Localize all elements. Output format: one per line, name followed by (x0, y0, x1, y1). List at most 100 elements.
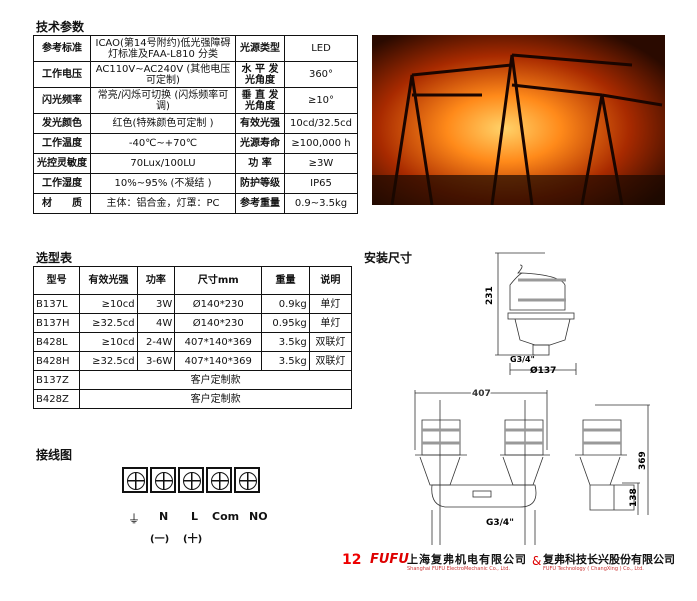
spec-label: 有效光强 (235, 113, 285, 134)
spec-value: 红色(特殊颜色可定制 ) (90, 113, 236, 134)
wiring-title: 接线图 (36, 448, 73, 462)
spec-label: 工作湿度 (33, 173, 91, 194)
spec-label: 垂 直 发光角度 (235, 87, 285, 114)
dim-thread-single: G3/4" (510, 355, 535, 364)
table-cell: B137Z (32, 370, 81, 390)
table-cell: 客户定制款 (79, 389, 352, 409)
spec-value: 70Lux/100LU (90, 153, 236, 174)
spec-value: 主体：铝合金，灯罩：PC (90, 193, 236, 214)
table-cell: Ø140*230 (174, 294, 263, 314)
company-1-en: Shanghai FUFU ElectroMechanic Co., Ltd. (407, 566, 510, 572)
page-number: 12 (342, 552, 362, 568)
column-header: 重量 (261, 266, 310, 295)
terminal-no (234, 467, 260, 493)
spec-value: LED (284, 35, 358, 62)
column-header: 型号 (32, 266, 81, 295)
spec-value: IP65 (284, 173, 358, 194)
label-com: Com (212, 510, 240, 523)
polarity-minus: (一) (150, 534, 170, 545)
table-cell: 单灯 (308, 294, 353, 314)
table-cell: 3.5kg (261, 351, 310, 371)
spec-label: 发光颜色 (33, 113, 91, 134)
spec-label: 光源寿命 (235, 133, 285, 154)
table-cell: 单灯 (308, 313, 353, 333)
spec-value: ≥3W (284, 153, 358, 174)
spec-value: 常亮/闪烁可切换 (闪烁频率可调) (90, 87, 236, 114)
spec-label: 材 质 (33, 193, 91, 214)
dim-thread-twin: G3/4" (486, 518, 514, 528)
terminal-block (121, 466, 261, 498)
column-header: 尺寸mm (174, 266, 263, 295)
dimension-drawing: 231 G3/4" Ø137 407 G3/4" 312 369 138 137 (414, 252, 650, 545)
column-header: 功率 (136, 266, 176, 295)
table-cell: 3W (136, 294, 176, 314)
table-cell: B137L (32, 294, 81, 314)
table-cell: 客户定制款 (79, 370, 352, 390)
spec-value: 10cd/32.5cd (284, 113, 358, 134)
crane-silhouettes (372, 53, 665, 205)
spec-label: 光源类型 (235, 35, 285, 62)
spec-label: 水 平 发光角度 (235, 61, 285, 88)
label-n: N (159, 510, 169, 523)
dim-407: 407 (472, 389, 491, 399)
table-cell: B428L (32, 332, 81, 352)
spec-value: -40℃~+70℃ (90, 133, 236, 154)
company-2-en: FUFU Technology ( ChangXing ) Co., Ltd. (543, 566, 644, 572)
spec-value: ≥100,000 h (284, 133, 358, 154)
table-cell: 407*140*369 (174, 351, 263, 371)
column-header: 有效光强 (79, 266, 138, 295)
spec-label: 闪光频率 (33, 87, 91, 114)
table-cell: B428H (32, 351, 81, 371)
table-cell: 2-4W (136, 332, 176, 352)
spec-label: 参考重量 (235, 193, 285, 214)
spec-label: 功 率 (235, 153, 285, 174)
terminal-n (150, 467, 176, 493)
port-photo (372, 35, 665, 205)
label-no: NO (249, 510, 268, 523)
dim-138: 138 (629, 488, 639, 507)
table-cell: B428Z (32, 389, 81, 409)
table-cell: 4W (136, 313, 176, 333)
spec-label: 防护等级 (235, 173, 285, 194)
spec-label: 光控灵敏度 (33, 153, 91, 174)
spec-value: ICAO(第14号附约)低光强障碍灯标准及FAA-L810 分类 (90, 35, 236, 62)
spec-value: 10%~95% (不凝结 ) (90, 173, 236, 194)
spec-value: 360° (284, 61, 358, 88)
polarity-plus: (十) (183, 534, 203, 545)
company-2: 复弗科技长兴股份有限公司 (543, 553, 675, 566)
fufu-logo: FUFU (370, 552, 409, 567)
column-header: 说明 (308, 266, 353, 295)
table-cell: ≥10cd (79, 294, 138, 314)
terminal-ground (122, 467, 148, 493)
table-cell: ≥32.5cd (79, 351, 138, 371)
install-title: 安装尺寸 (364, 251, 413, 265)
spec-label: 参考标准 (33, 35, 91, 62)
spec-label: 工作电压 (33, 61, 91, 88)
table-cell: 407*140*369 (174, 332, 263, 352)
dim-diameter: Ø137 (530, 365, 556, 376)
table-cell: ≥10cd (79, 332, 138, 352)
table-cell: 双联灯 (308, 351, 353, 371)
ampersand: & (532, 554, 542, 568)
selection-title: 选型表 (36, 251, 73, 265)
dim-369: 369 (638, 451, 648, 470)
table-cell: 0.95kg (261, 313, 310, 333)
table-cell: 双联灯 (308, 332, 353, 352)
table-cell: ≥32.5cd (79, 313, 138, 333)
ground-icon: ⏚ (128, 512, 141, 526)
